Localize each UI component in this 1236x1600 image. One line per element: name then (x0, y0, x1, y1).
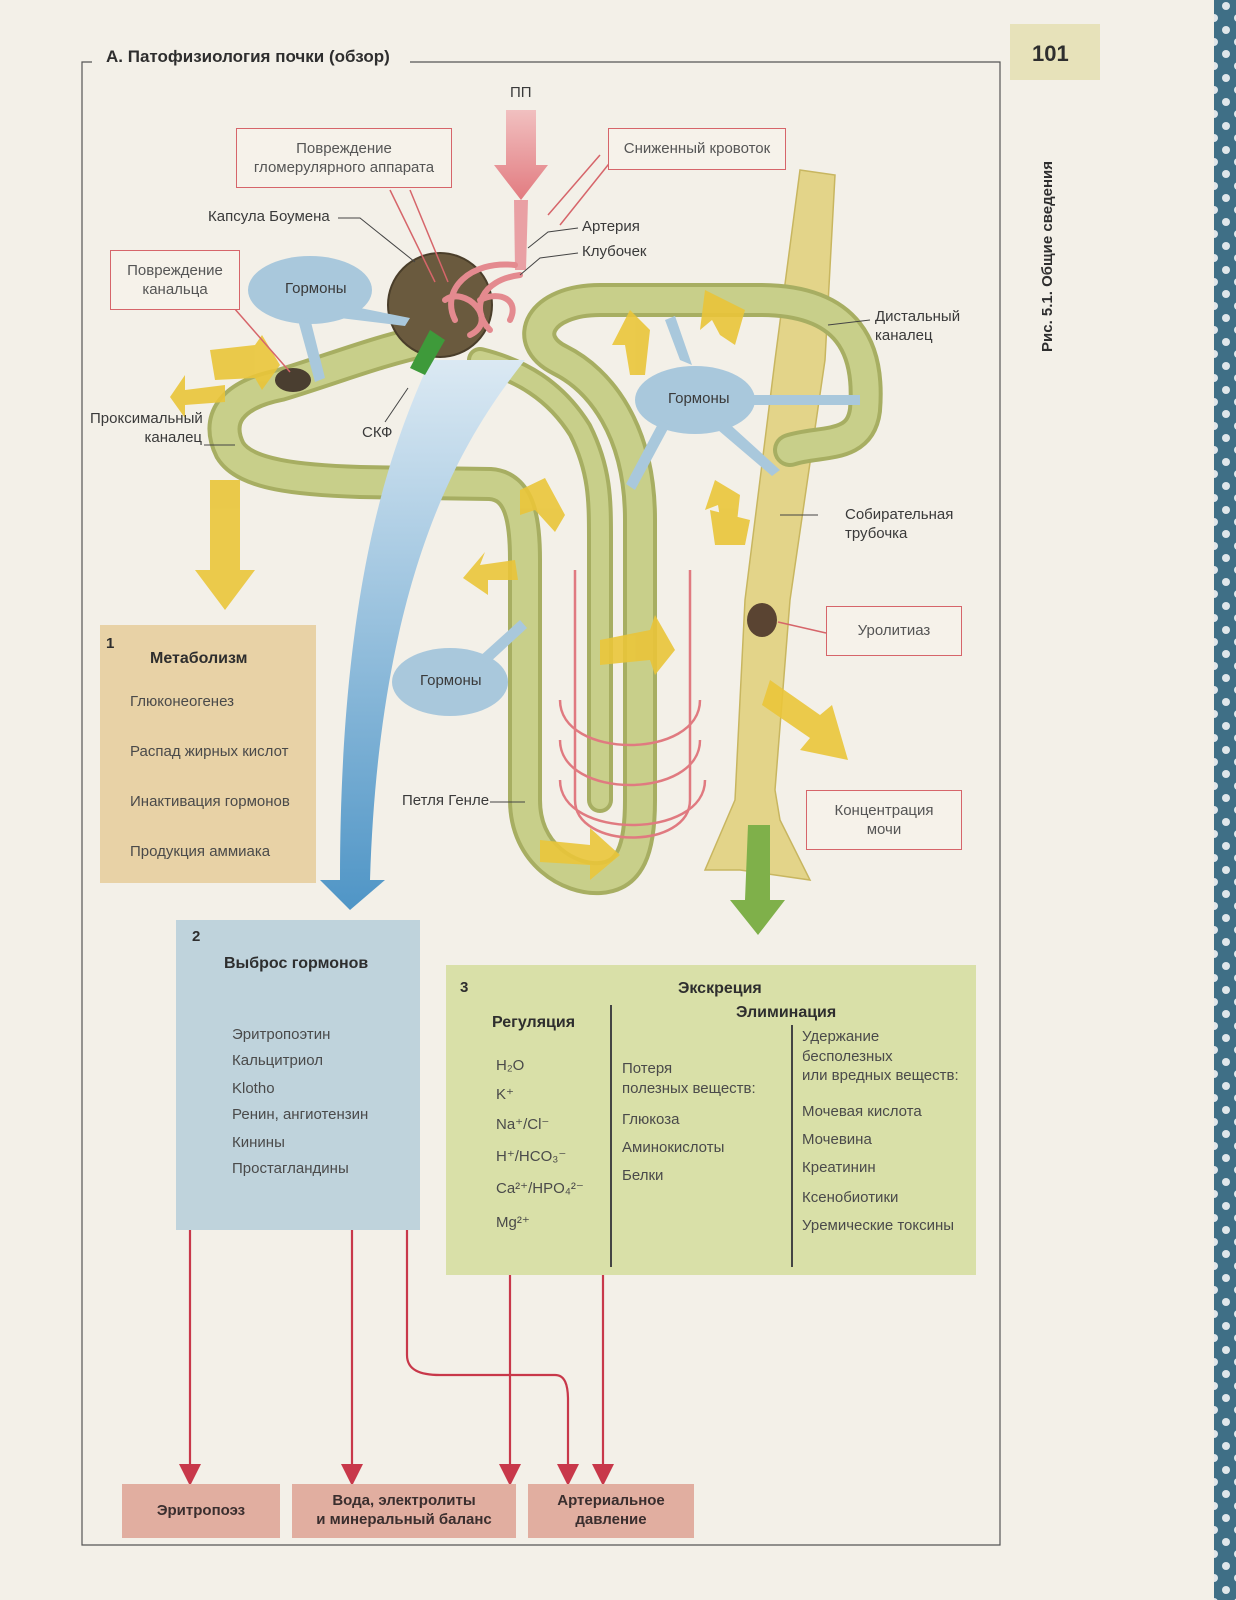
pp-label: ПП (510, 84, 532, 101)
excretion-divider-2 (791, 1025, 793, 1267)
regulation-item: H⁺/HCO₃⁻ (496, 1148, 567, 1165)
retention-item: Ксенобиотики (802, 1189, 899, 1206)
regulation-title: Регуляция (492, 1014, 576, 1031)
bowman-capsule-label: Капсула Боумена (208, 208, 330, 225)
elimination-title: Элиминация (736, 1004, 837, 1021)
hormone-item: Ренин, ангиотензин (232, 1106, 369, 1123)
glomerulus-label: Клубочек (582, 243, 647, 260)
page-number: 101 (1032, 41, 1069, 66)
gfr-stream (320, 360, 525, 910)
reduced-blood-flow-label: Сниженный кровоток (608, 128, 786, 170)
hormones-label-1: Гормоны (285, 280, 347, 297)
proximal-tubule-label: Проксимальный каналец (90, 410, 203, 446)
retention-title: Удержание бесполезных или вредных вещест… (802, 1028, 959, 1084)
metabolism-panel: 1 Метаболизм Глюконеогенез Распад жирных… (100, 625, 316, 883)
artery (514, 200, 528, 270)
page-number-tab (1010, 24, 1100, 80)
hormones-label-2: Гормоны (668, 390, 730, 407)
regulation-item: K⁺ (496, 1086, 514, 1103)
hormone-bubbles (248, 256, 860, 716)
glomerular-damage-label: Повреждение гломерулярного аппарата (236, 128, 452, 188)
retention-item: Мочевина (802, 1131, 872, 1148)
hormone-item: Кинины (232, 1134, 285, 1151)
metabolism-number: 1 (106, 635, 115, 652)
glomerulus (442, 261, 523, 338)
hormone-release-panel: 2 Выброс гормонов Эритропоэтин Кальцитри… (176, 920, 420, 1230)
hormone-item: Klotho (232, 1080, 275, 1097)
excretion-number: 3 (460, 979, 469, 996)
tubule-damage-label: Повреждение канальца (110, 250, 240, 310)
gfr-green-arrow (410, 330, 445, 375)
urolithiasis-label: Уролитиаз (826, 606, 962, 656)
regulation-item: H₂O (496, 1057, 525, 1074)
metabolism-title: Метаболизм (150, 650, 248, 667)
water-balance-box: Вода, электролиты и минеральный баланс (292, 1484, 516, 1538)
metabolism-item: Инактивация гормонов (130, 793, 290, 810)
hormone-item: Эритропоэтин (232, 1026, 331, 1043)
metabolism-item: Глюконеогенез (130, 693, 234, 710)
urine-outflow-arrow (730, 825, 785, 935)
damage-pointers (226, 154, 827, 849)
metabolism-item: Распад жирных кислот (130, 743, 289, 760)
leader-lines (204, 217, 871, 803)
regulation-item: Mg²⁺ (496, 1214, 530, 1231)
loss-item: Глюкоза (622, 1111, 680, 1128)
excretion-title: Экскреция (678, 980, 762, 997)
retention-item: Креатинин (802, 1159, 876, 1176)
hormone-item: Кальцитриол (232, 1052, 323, 1069)
pp-arrow (494, 110, 548, 200)
loss-item: Аминокислоты (622, 1139, 725, 1156)
hormone-release-title: Выброс гормонов (224, 955, 369, 972)
regulation-item: Ca²⁺/HPO₄²⁻ (496, 1180, 584, 1197)
loss-item: Белки (622, 1167, 664, 1184)
excretion-divider-1 (610, 1005, 612, 1267)
blood-pressure-box: Артериальное давление (528, 1484, 694, 1538)
hormone-release-number: 2 (192, 928, 201, 945)
metabolism-item: Продукция аммиака (130, 843, 271, 860)
gfr-label: СКФ (362, 424, 393, 441)
urine-concentration-label: Концентрация мочи (806, 790, 962, 850)
collecting-duct (703, 169, 836, 881)
retention-item: Мочевая кислота (802, 1103, 922, 1120)
artery-label: Артерия (582, 218, 640, 235)
loss-title: Потеря полезных веществ: (622, 1060, 756, 1098)
vasa-recta (558, 570, 707, 839)
loop-of-henle-label: Петля Генле (402, 792, 490, 809)
hormone-item: Простагландины (232, 1160, 349, 1177)
yellow-transport-arrows (170, 290, 848, 880)
frame-top-left (81, 61, 1001, 1546)
tubule-damage-spot (275, 368, 311, 392)
regulation-item: Na⁺/Cl⁻ (496, 1116, 550, 1133)
urolith (747, 603, 777, 637)
hormones-label-3: Гормоны (420, 672, 482, 689)
section-title: A. Патофизиология почки (обзор) (100, 46, 396, 68)
distal-tubule-label: Дистальный каналец (875, 308, 961, 344)
excretion-panel: 3 Экскреция Регуляция Элиминация H₂O K⁺ … (446, 965, 976, 1275)
retention-item: Уремические токсины (802, 1217, 955, 1234)
collecting-duct-label: Собирательная трубочка (845, 506, 954, 542)
erythropoiesis-box: Эритропоэз (122, 1484, 280, 1538)
